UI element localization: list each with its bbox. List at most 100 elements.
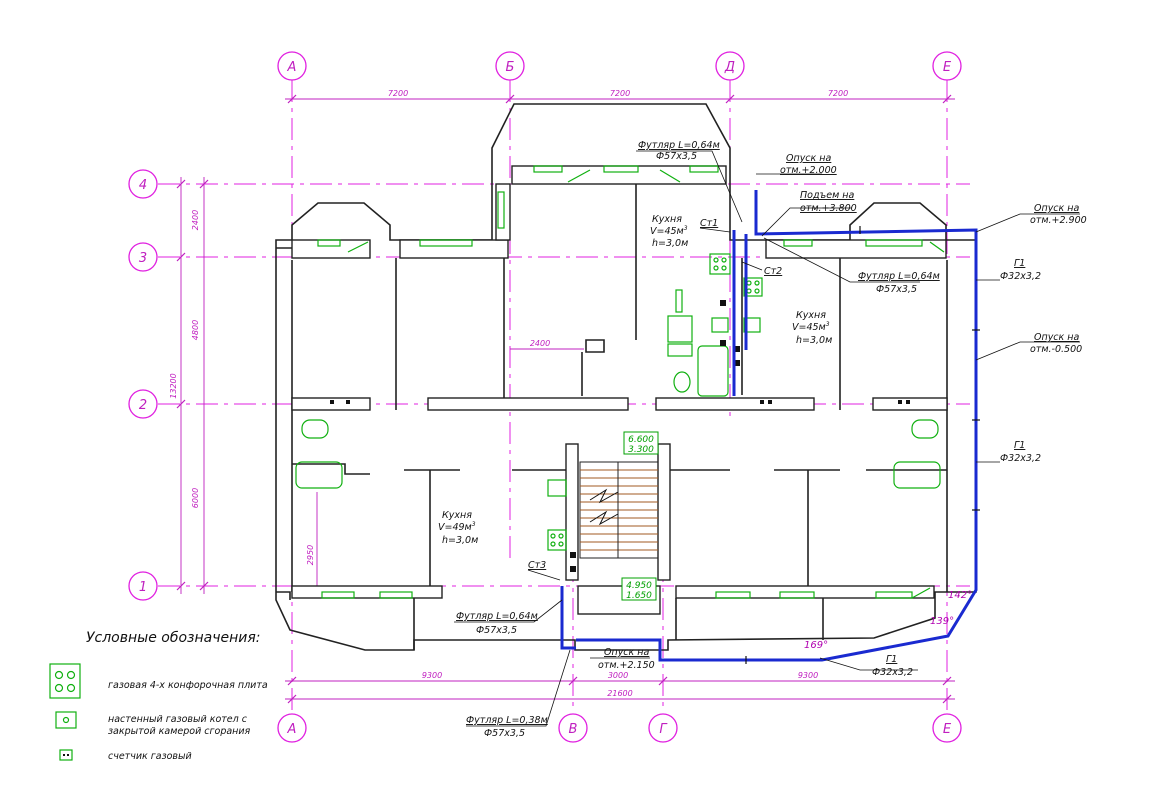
sleeve-4-title: Футляр L=0,38м [466,715,548,726]
drop-2-title: Опуск на [1034,203,1080,214]
drop-1-title: Опуск на [786,153,832,164]
boiler-icon [711,317,729,333]
stair-level-top-a: 6.600 [628,435,654,445]
axis-left-2: 3 [139,251,147,266]
riser-1: Ст1 [700,218,718,229]
axis-left-3: 2 [139,398,147,413]
pipe-1-name: Г1 [1014,258,1025,269]
axis-bottom-4: Е [943,722,952,737]
stove-icon [709,253,731,275]
sleeve-4-size: Ф57х3,5 [484,728,525,739]
kitchen-2-h: h=3,0м [796,335,832,346]
stove-icon [547,529,567,551]
axis-bottom-2: В [569,722,578,737]
pipe-3-size: Ф32х3,2 [872,667,913,678]
stair-level-top-b: 3.300 [628,445,654,455]
dim-bottom-3: 9300 [798,671,818,680]
axis-left-4: 1 [139,580,147,595]
kitchen-1-name: Кухня [652,214,682,225]
gas-appliances [330,253,910,572]
axis-left-1: 4 [139,178,147,193]
level-labels: Опуск на отм.+2.000 Подъем на отм.+3.800… [598,153,1087,671]
legend-boiler-2: закрытой камерой сгорания [108,726,251,737]
dim-left-1: 2400 [191,210,200,230]
legend-title: Условные обозначения: [86,630,260,646]
meter-legend-icon [59,749,73,761]
angle-labels: 142° 139° 169° [804,590,972,651]
axis-bottom-1: А [287,722,297,737]
stove-legend-icon [49,663,81,699]
kitchen-3-h: h=3,0м [442,535,478,546]
pipe-1-size: Ф32х3,2 [1000,271,1041,282]
dim-left-3: 6000 [191,488,200,508]
riser-2: Ст2 [764,266,782,277]
dim-inner-2400: 2400 [530,339,550,348]
windows [317,165,945,599]
drop-4-level: отм.+2.150 [598,660,655,671]
gas-pipes [560,190,980,664]
angle-142: 142° [948,590,972,601]
dim-bottom-1: 9300 [422,671,442,680]
kitchen-3-name: Кухня [442,510,472,521]
boiler-icon [547,479,567,497]
axis-top-3: Д [724,60,735,75]
riser-labels: Ст1 Ст2 Ст3 [528,218,782,571]
axis-bottom-3: Г [659,722,668,737]
pipe-3-name: Г1 [886,654,897,665]
axis-top-2: Б [506,60,515,75]
sleeve-2-title: Футляр L=0,64м [858,271,940,282]
dim-bottom-2: 3000 [608,671,628,680]
legend-meter: счетчик газовый [108,751,192,762]
kitchen-2-name: Кухня [796,310,826,321]
legend: Условные обозначения: газовая 4-х конфор… [49,630,268,762]
axis-bubbles: А Б Д Е А В Г Е 4 3 2 1 [128,51,962,743]
riser-3: Ст3 [528,560,546,571]
stove-icon [743,277,763,297]
sleeve-3-title: Футляр L=0,64м [456,611,538,622]
kitchen-2-vol: V=45м3 [792,321,830,333]
pipe-2-name: Г1 [1014,440,1025,451]
kitchen-labels: Кухня V=45м3 h=3,0м Кухня V=45м3 h=3,0м … [438,214,832,546]
sleeve-1-size: Ф57х3,5 [656,151,697,162]
sleeve-labels: Футляр L=0,64м Ф57х3,5 Футляр L=0,64м Ф5… [456,140,940,739]
dim-left-2: 4800 [191,320,200,340]
sleeve-1-title: Футляр L=0,64м [638,140,720,151]
drop-4-title: Опуск на [604,647,650,658]
building-walls [275,103,977,651]
dim-top-2: 7200 [610,89,630,98]
axis-top-1: А [287,60,297,75]
drop-3-level: отм.-0.500 [1030,344,1082,355]
dim-top-1: 7200 [388,89,408,98]
legend-boiler-1: настенный газовый котел с [108,714,248,725]
drop-3-title: Опуск на [1034,332,1080,343]
staircase: 6.600 3.300 4.950 1.650 [579,431,659,601]
stair-level-bot-a: 4.950 [626,581,652,591]
boiler-legend-icon [55,711,77,729]
pipe-2-size: Ф32х3,2 [1000,453,1041,464]
dim-inner-2950: 2950 [306,545,315,565]
leader-lines [454,150,1080,727]
angle-169: 169° [804,640,828,651]
kitchen-1-h: h=3,0м [652,238,688,249]
dim-bottom-total: 21600 [607,689,632,698]
dim-top-3: 7200 [828,89,848,98]
legend-stove: газовая 4-х конфорочная плита [108,680,268,691]
kitchen-1-vol: V=45м3 [650,225,688,237]
dimension-lines: 7200 7200 7200 9300 3000 9300 21600 2400… [169,89,955,704]
angle-139: 139° [930,616,954,627]
rise-1-title: Подъем на [800,190,854,201]
fixtures [295,289,941,489]
sleeve-2-size: Ф57х3,5 [876,284,917,295]
sleeve-3-size: Ф57х3,5 [476,625,517,636]
kitchen-3-vol: V=49м3 [438,521,476,533]
drop-2-level: отм.+2.900 [1030,215,1087,226]
pipe-labels: Г1 Ф32х3,2 Г1 Ф32х3,2 Г1 Ф32х3,2 [872,258,1041,678]
stair-level-bot-b: 1.650 [626,591,652,601]
axis-top-4: Е [943,60,952,75]
dim-left-total: 13200 [169,373,178,398]
drop-1-level: отм.+2.000 [780,165,837,176]
boiler-icon [743,317,761,333]
rise-1-level: отм.+3.800 [800,203,857,214]
